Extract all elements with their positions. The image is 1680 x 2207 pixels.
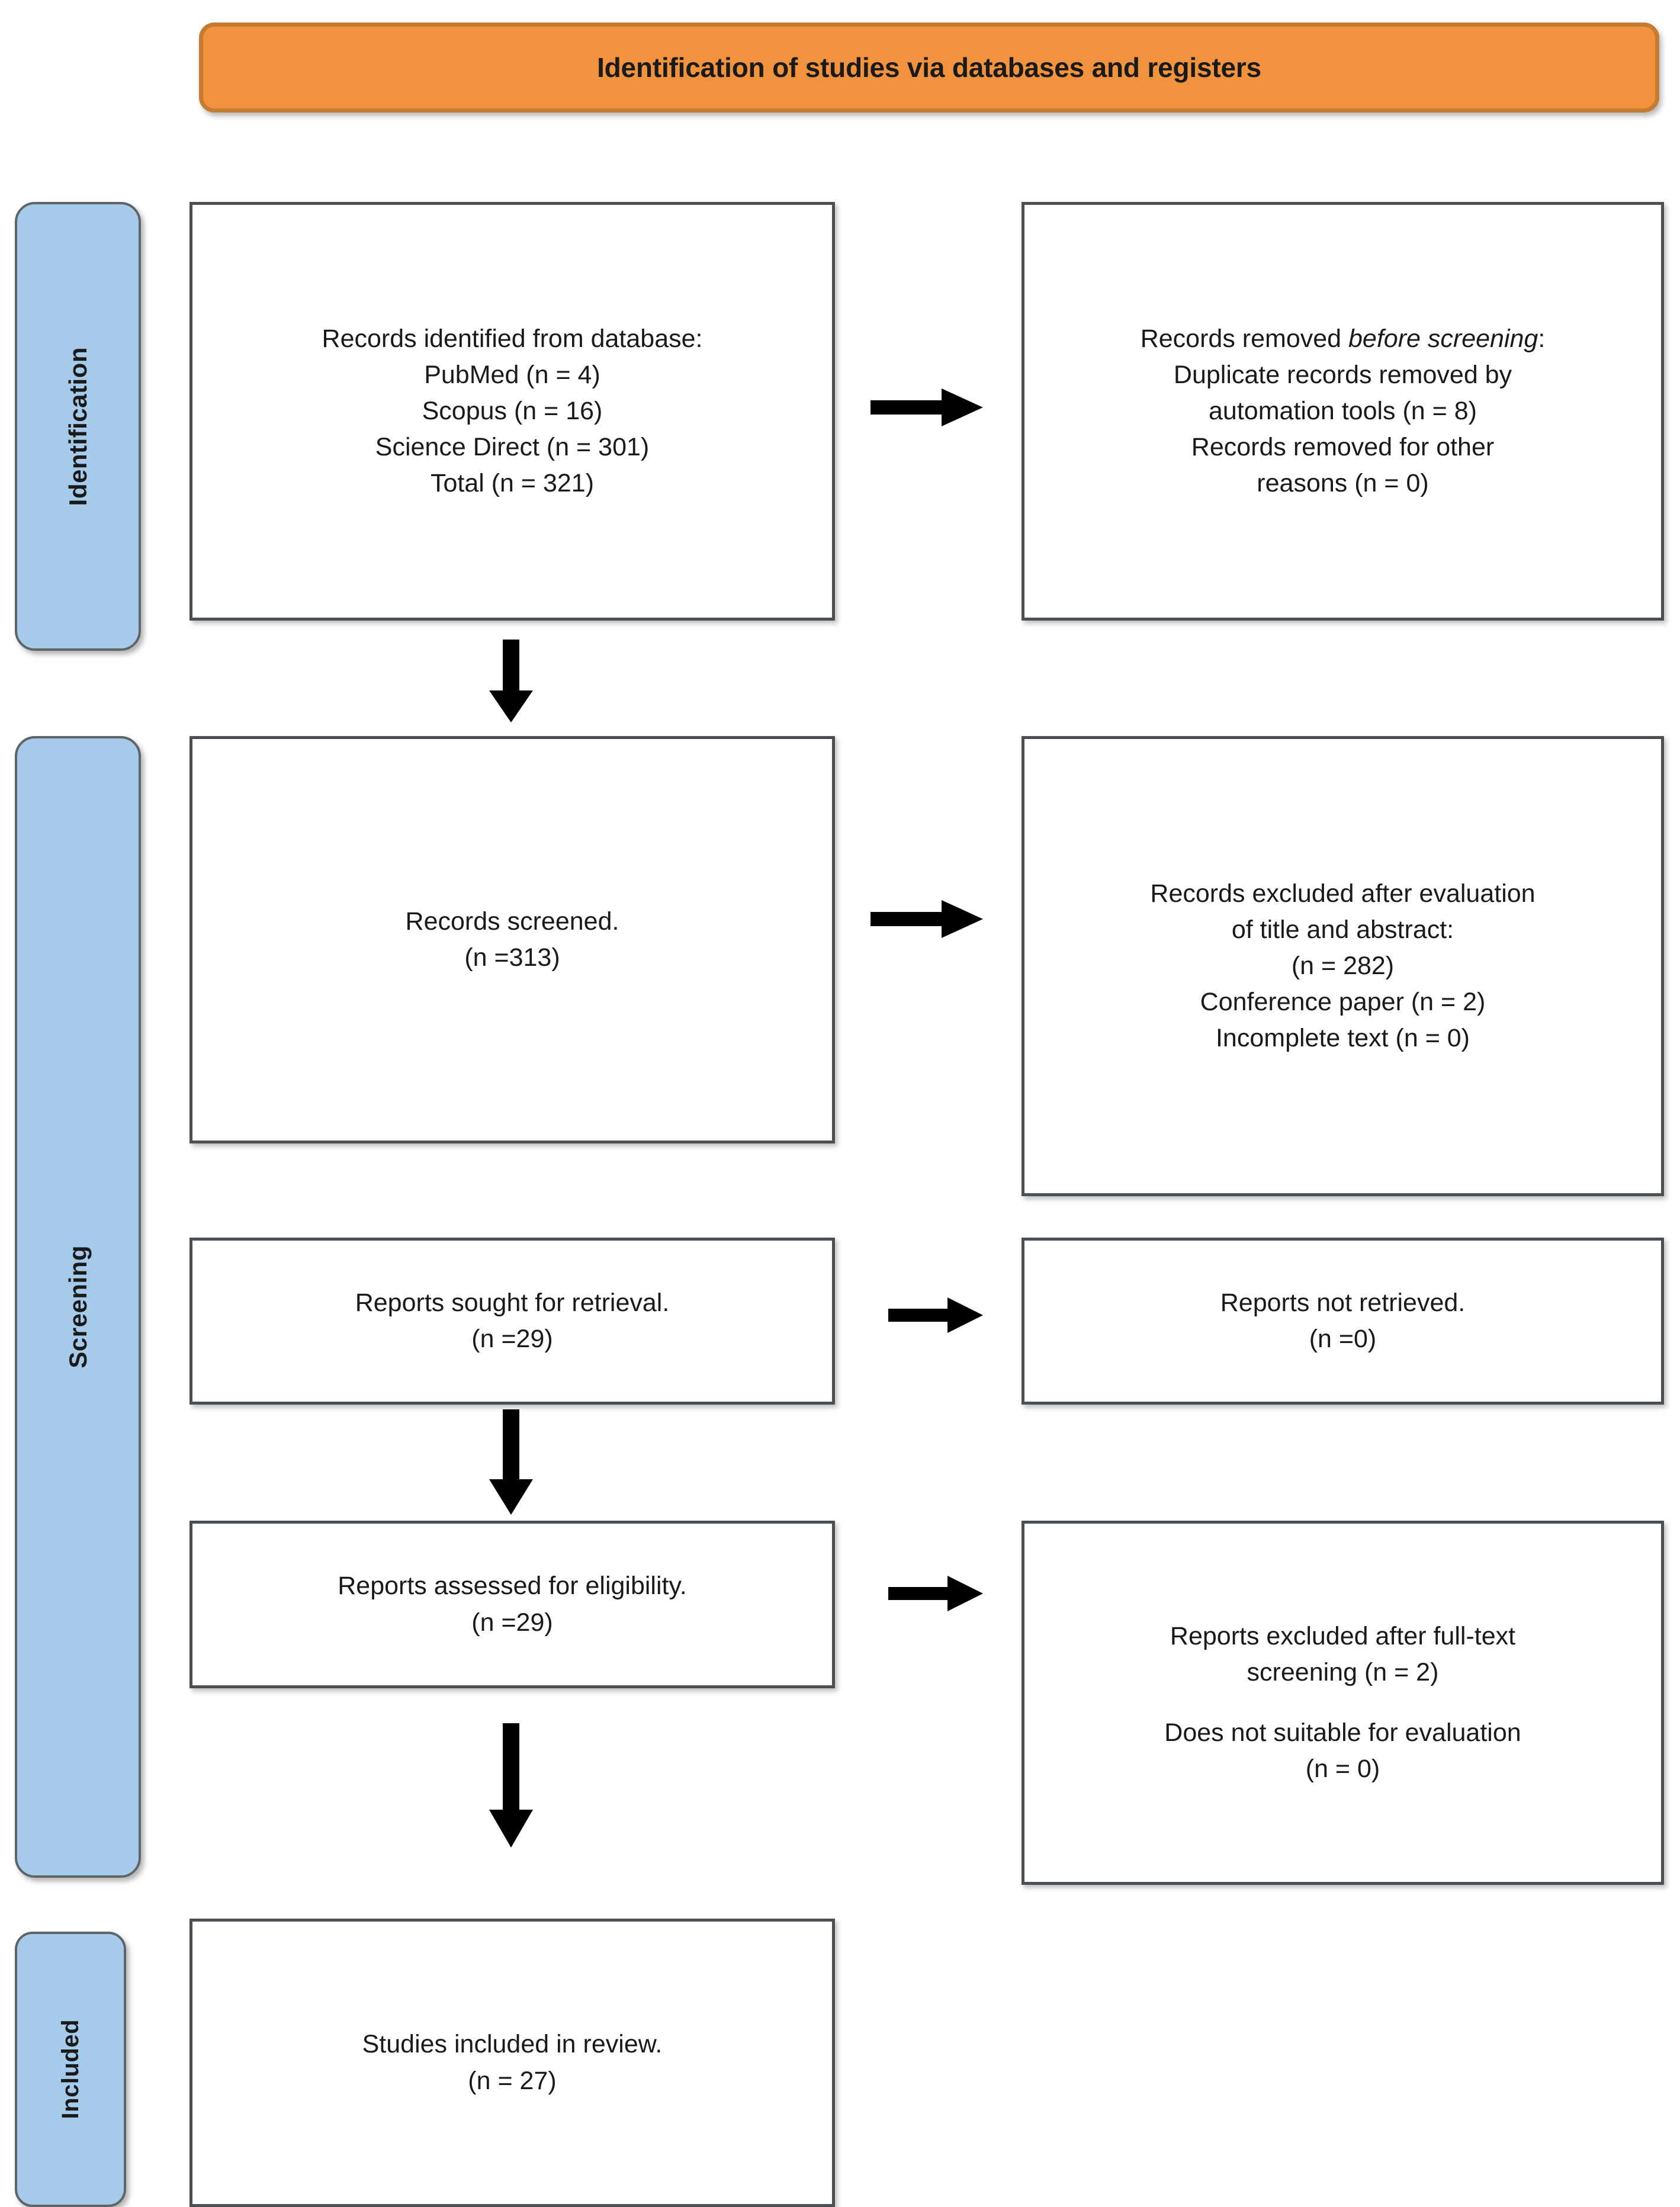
box-records-identified-text: Records identified from database: PubMed… <box>322 321 703 502</box>
reports-assessed-line-2: (n =29) <box>471 1608 553 1637</box>
box-reports-excluded-fulltext-text: Reports excluded after full-text screeni… <box>1164 1618 1521 1787</box>
phase-label-identification-text: Identification <box>63 346 92 506</box>
page-title: Identification of studies via databases … <box>597 52 1261 83</box>
arrow-down-icon-identified-to-screened <box>486 640 537 722</box>
box-reports-assessed-for-eligibility: Reports assessed for eligibility. (n =29… <box>189 1521 835 1688</box>
arrow-down-icon-sought-to-assessed <box>486 1409 537 1515</box>
box-reports-assessed-text: Reports assessed for eligibility. (n =29… <box>338 1568 687 1640</box>
box-reports-not-retrieved: Reports not retrieved. (n =0) <box>1022 1238 1664 1405</box>
spacer <box>1164 1691 1521 1715</box>
arrow-right-icon-assessed-to-excluded-fulltext <box>888 1572 983 1615</box>
records-identified-line-5: Total (n = 321) <box>430 469 595 498</box>
records-removed-line-1-italic: before screening <box>1348 324 1538 353</box>
arrow-right-icon-identified-to-removed <box>870 384 983 431</box>
phase-label-included: Included <box>15 1932 126 2207</box>
reports-excluded-fulltext-line-2: screening (n = 2) <box>1247 1658 1439 1687</box>
box-records-removed-before-screening: Records removed before screening: Duplic… <box>1022 202 1664 621</box>
records-removed-line-2: Duplicate records removed by <box>1173 360 1512 389</box>
records-excluded-line-3: (n = 282) <box>1291 951 1395 980</box>
box-records-screened-text: Records screened. (n =313) <box>406 904 619 976</box>
studies-included-line-2: (n = 27) <box>468 2066 557 2095</box>
records-identified-line-1: Records identified from database: <box>322 324 703 353</box>
records-removed-line-4: Records removed for other <box>1191 433 1495 462</box>
records-excluded-line-4: Conference paper (n = 2) <box>1200 988 1486 1017</box>
reports-not-retrieved-line-1: Reports not retrieved. <box>1220 1288 1466 1317</box>
reports-assessed-line-1: Reports assessed for eligibility. <box>338 1572 687 1601</box>
reports-sought-line-1: Reports sought for retrieval. <box>355 1288 670 1317</box>
box-records-removed-text: Records removed before screening: Duplic… <box>1141 321 1546 502</box>
box-records-screened: Records screened. (n =313) <box>189 736 835 1143</box>
records-removed-line-1-prefix: Records removed <box>1140 324 1349 353</box>
phase-label-identification: Identification <box>15 202 141 651</box>
box-reports-sought-for-retrieval: Reports sought for retrieval. (n =29) <box>189 1238 835 1405</box>
header-banner: Identification of studies via databases … <box>199 23 1659 113</box>
box-reports-excluded-after-fulltext: Reports excluded after full-text screeni… <box>1022 1521 1664 1885</box>
box-records-identified: Records identified from database: PubMed… <box>189 202 835 621</box>
records-excluded-line-2: of title and abstract: <box>1231 915 1454 944</box>
records-screened-line-1: Records screened. <box>405 907 619 936</box>
arrow-down-icon-assessed-to-included <box>486 1723 537 1848</box>
arrow-right-icon-sought-to-not-retrieved <box>888 1294 983 1337</box>
reports-excluded-fulltext-line-3: Does not suitable for evaluation <box>1164 1718 1521 1747</box>
phase-label-screening-text: Screening <box>63 1245 92 1368</box>
box-studies-included-text: Studies included in review. (n = 27) <box>362 2026 663 2099</box>
records-identified-line-3: Scopus (n = 16) <box>422 396 603 425</box>
box-records-excluded-after-evaluation: Records excluded after evaluation of tit… <box>1022 736 1664 1196</box>
records-excluded-line-1: Records excluded after evaluation <box>1150 879 1536 908</box>
records-excluded-line-5: Incomplete text (n = 0) <box>1215 1024 1470 1053</box>
records-removed-line-1-suffix: : <box>1538 324 1546 353</box>
records-identified-line-2: PubMed (n = 4) <box>424 360 600 389</box>
records-identified-line-4: Science Direct (n = 301) <box>375 433 650 462</box>
arrow-right-icon-screened-to-excluded <box>870 895 983 943</box>
box-reports-sought-text: Reports sought for retrieval. (n =29) <box>355 1285 670 1357</box>
reports-excluded-fulltext-line-1: Reports excluded after full-text <box>1170 1622 1516 1651</box>
phase-label-screening: Screening <box>15 736 141 1878</box>
reports-sought-line-2: (n =29) <box>471 1325 553 1353</box>
reports-excluded-fulltext-line-4: (n = 0) <box>1305 1754 1380 1783</box>
studies-included-line-1: Studies included in review. <box>362 2030 663 2059</box>
records-removed-line-3: automation tools (n = 8) <box>1209 396 1477 425</box>
box-records-excluded-text: Records excluded after evaluation of tit… <box>1150 876 1535 1056</box>
phase-label-included-text: Included <box>57 2019 83 2119</box>
records-removed-line-5: reasons (n = 0) <box>1257 469 1429 498</box>
box-reports-not-retrieved-text: Reports not retrieved. (n =0) <box>1220 1285 1465 1357</box>
box-studies-included-in-review: Studies included in review. (n = 27) <box>189 1919 835 2207</box>
records-screened-line-2: (n =313) <box>464 943 560 972</box>
reports-not-retrieved-line-2: (n =0) <box>1309 1325 1377 1353</box>
